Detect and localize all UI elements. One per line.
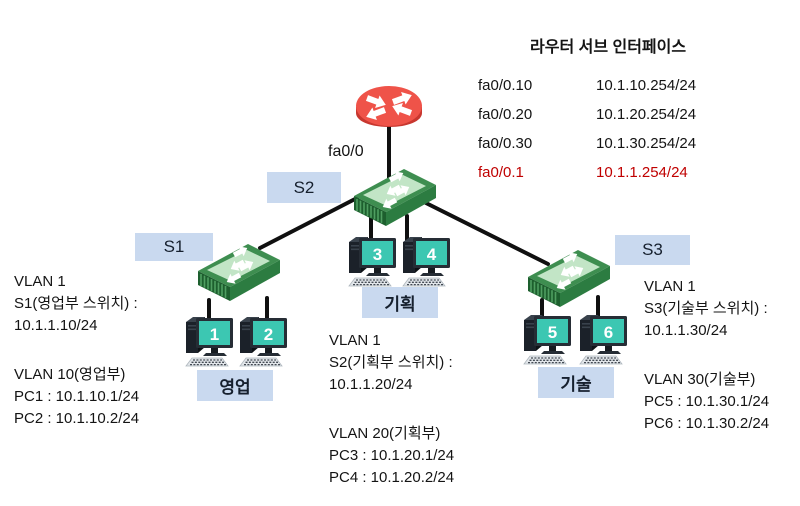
note-line: S1(영업부 스위치) :: [14, 295, 138, 312]
pc2-number: 2: [264, 325, 273, 344]
iface-cell: fa0/0.1: [478, 164, 524, 181]
subinterface-row-native-vlan: fa0/0.1 10.1.1.254/24: [478, 158, 740, 187]
note-line: PC6 : 10.1.30.2/24: [644, 415, 770, 432]
pc3-icon: 3: [348, 236, 397, 287]
pc1-number: 1: [210, 325, 219, 344]
note-line: PC1 : 10.1.10.1/24: [14, 388, 140, 405]
note-line: PC4 : 10.1.20.2/24: [329, 469, 455, 486]
note-line: S3(기술부 스위치) :: [644, 300, 768, 317]
note-line: S2(기획부 스위치) :: [329, 354, 453, 371]
subinterface-table-title: 라우터 서브 인터페이스: [530, 39, 687, 56]
pc3-number: 3: [373, 245, 382, 264]
note-line: 10.1.1.10/24: [14, 317, 98, 334]
link-s2-s3: [418, 198, 550, 266]
subinterface-row: fa0/0.10 10.1.10.254/24: [478, 71, 740, 100]
note-line: PC5 : 10.1.30.1/24: [644, 393, 770, 410]
iface-cell: fa0/0.20: [478, 106, 533, 123]
pc6-icon: 6: [579, 314, 628, 365]
switch-label-s2: S2: [267, 172, 341, 203]
iface-cell: fa0/0.10: [478, 77, 533, 94]
ip-cell: 10.1.30.254/24: [596, 135, 697, 152]
note-line: VLAN 1: [644, 278, 696, 295]
note-sales: VLAN 1 S1(영업부 스위치) : 10.1.1.10/24 VLAN 1…: [14, 271, 139, 430]
subinterface-table: 라우터 서브 인터페이스 fa0/0.10 10.1.10.254/24 fa0…: [478, 38, 740, 187]
dept-label-planning: 기획: [362, 287, 438, 318]
note-tech: VLAN 1 S3(기술부 스위치) : 10.1.1.30/24 VLAN 3…: [644, 276, 769, 435]
pc4-icon: 4: [402, 236, 451, 287]
switch-s3-icon: [526, 247, 612, 309]
ip-cell: 10.1.20.254/24: [596, 106, 697, 123]
note-line: 10.1.1.30/24: [644, 322, 728, 339]
note-planning: VLAN 1 S2(기획부 스위치) : 10.1.1.20/24 VLAN 2…: [329, 330, 454, 489]
iface-cell: fa0/0.30: [478, 135, 533, 152]
subinterface-row: fa0/0.30 10.1.30.254/24: [478, 129, 740, 158]
note-line: 10.1.1.20/24: [329, 376, 413, 393]
link-s2-s1: [258, 196, 359, 250]
pc5-number: 5: [548, 323, 557, 342]
subinterface-row: fa0/0.20 10.1.20.254/24: [478, 100, 740, 129]
ip-cell: 10.1.10.254/24: [596, 77, 697, 94]
pc6-number: 6: [604, 323, 613, 342]
note-line: VLAN 30(기술부): [644, 371, 756, 388]
dept-label-sales: 영업: [197, 370, 273, 401]
note-line: VLAN 10(영업부): [14, 366, 126, 383]
pc4-number: 4: [427, 245, 437, 264]
note-line: VLAN 1: [14, 273, 66, 290]
router-icon: [354, 81, 424, 135]
router-interface-label: fa0/0: [328, 143, 364, 160]
pc5-icon: 5: [523, 314, 572, 365]
note-line: VLAN 20(기획부): [329, 425, 441, 442]
note-line: PC3 : 10.1.20.1/24: [329, 447, 455, 464]
note-line: PC2 : 10.1.10.2/24: [14, 410, 140, 427]
switch-label-s3: S3: [615, 235, 690, 265]
dept-label-tech: 기술: [538, 367, 614, 398]
pc1-icon: 1: [185, 316, 234, 367]
switch-s2-icon: [352, 166, 438, 228]
ip-cell: 10.1.1.254/24: [596, 164, 688, 181]
pc2-icon: 2: [239, 316, 288, 367]
note-line: VLAN 1: [329, 332, 381, 349]
switch-label-s1: S1: [135, 233, 213, 261]
